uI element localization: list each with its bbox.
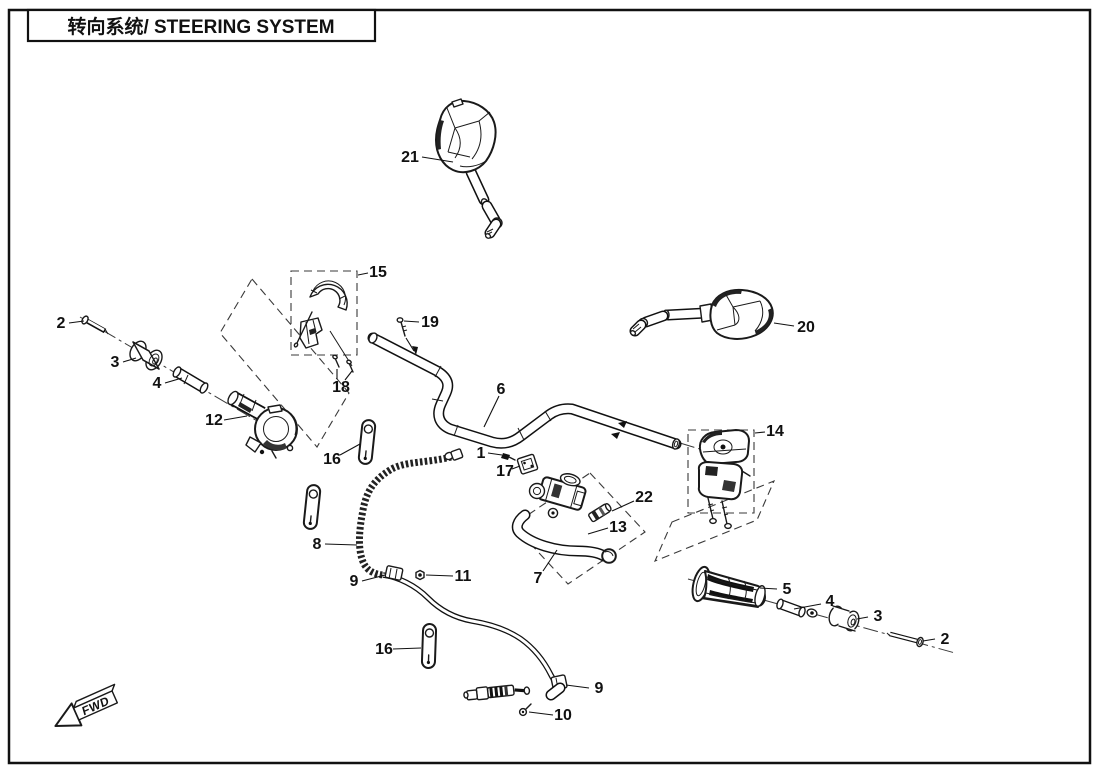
clamp-screws xyxy=(332,354,354,373)
mount-bolt-right xyxy=(886,631,924,648)
callout-18: 18 xyxy=(332,379,350,396)
page-title: 转向系统/ STEERING SYSTEM xyxy=(67,15,334,38)
title-box xyxy=(26,8,377,43)
lever-clamp-plate xyxy=(516,453,539,475)
callout-22: 22 xyxy=(635,489,653,506)
cable-guide-strap-middle xyxy=(302,484,322,530)
damper-bushing-right xyxy=(828,605,860,632)
callout-3-right: 3 xyxy=(874,608,883,625)
callout-19: 19 xyxy=(421,314,439,331)
page-border xyxy=(7,8,1092,765)
fwd-direction-marker: FWD xyxy=(54,683,119,728)
rearview-mirror-right xyxy=(629,288,774,340)
damper-bushing-left xyxy=(129,340,163,371)
spacer-sleeve-left xyxy=(172,366,209,394)
callout-20: 20 xyxy=(797,319,815,336)
callout-21: 21 xyxy=(401,149,419,166)
callout-5: 5 xyxy=(783,581,792,598)
cable-screw xyxy=(518,703,532,717)
cable-guide-strap-lower xyxy=(420,623,438,669)
brake-master-cylinder xyxy=(511,473,617,564)
assembly-axis-lines xyxy=(79,316,956,654)
cable-fitting-upper xyxy=(384,565,404,581)
callout-labels: 21 20 15 18 19 2 3 4 12 6 16 8 9 11 16 1… xyxy=(57,149,950,724)
callout-17: 17 xyxy=(496,463,514,480)
handlebar-grip xyxy=(691,565,766,608)
brake-lever xyxy=(511,509,617,564)
callout-9-upper: 9 xyxy=(350,573,359,590)
handlebar-clamp-detail xyxy=(293,280,348,349)
callout-10: 10 xyxy=(554,707,572,724)
handlebar xyxy=(367,332,682,450)
callout-12: 12 xyxy=(205,412,223,429)
throttle-housing xyxy=(227,390,298,459)
callout-4-left: 4 xyxy=(153,375,162,392)
clamp-bolt xyxy=(501,453,516,461)
callout-7: 7 xyxy=(534,570,543,587)
leader-lines xyxy=(68,156,936,716)
callout-2-left: 2 xyxy=(57,315,66,332)
switch-housing-detail xyxy=(697,429,751,530)
callout-6: 6 xyxy=(497,381,506,398)
spacer-sleeve-right xyxy=(776,598,818,618)
throttle-cable xyxy=(356,448,568,717)
switch-housing-screws xyxy=(707,497,732,530)
callout-4-right: 4 xyxy=(826,593,835,610)
dashed-reference-frames xyxy=(219,270,776,585)
callout-14: 14 xyxy=(766,423,784,440)
cable-nut xyxy=(415,569,425,581)
callout-13: 13 xyxy=(609,519,627,536)
mount-bolt-left xyxy=(81,315,109,335)
cable-guide-strap-upper xyxy=(357,419,377,465)
callout-11: 11 xyxy=(455,568,472,585)
callout-16-upper: 16 xyxy=(323,451,341,468)
callout-16-lower: 16 xyxy=(375,641,393,658)
callout-8: 8 xyxy=(313,536,322,553)
callout-2-right: 2 xyxy=(941,631,950,648)
piston-part xyxy=(588,503,612,523)
rearview-mirror-left xyxy=(435,98,503,239)
handlebar-screw xyxy=(396,317,418,355)
callout-9-lower: 9 xyxy=(595,680,604,697)
callout-1: 1 xyxy=(477,445,486,462)
callout-15: 15 xyxy=(369,264,387,281)
callout-3-left: 3 xyxy=(111,354,120,371)
cable-fitting-lower xyxy=(545,674,568,701)
cable-end-connector xyxy=(463,684,531,701)
